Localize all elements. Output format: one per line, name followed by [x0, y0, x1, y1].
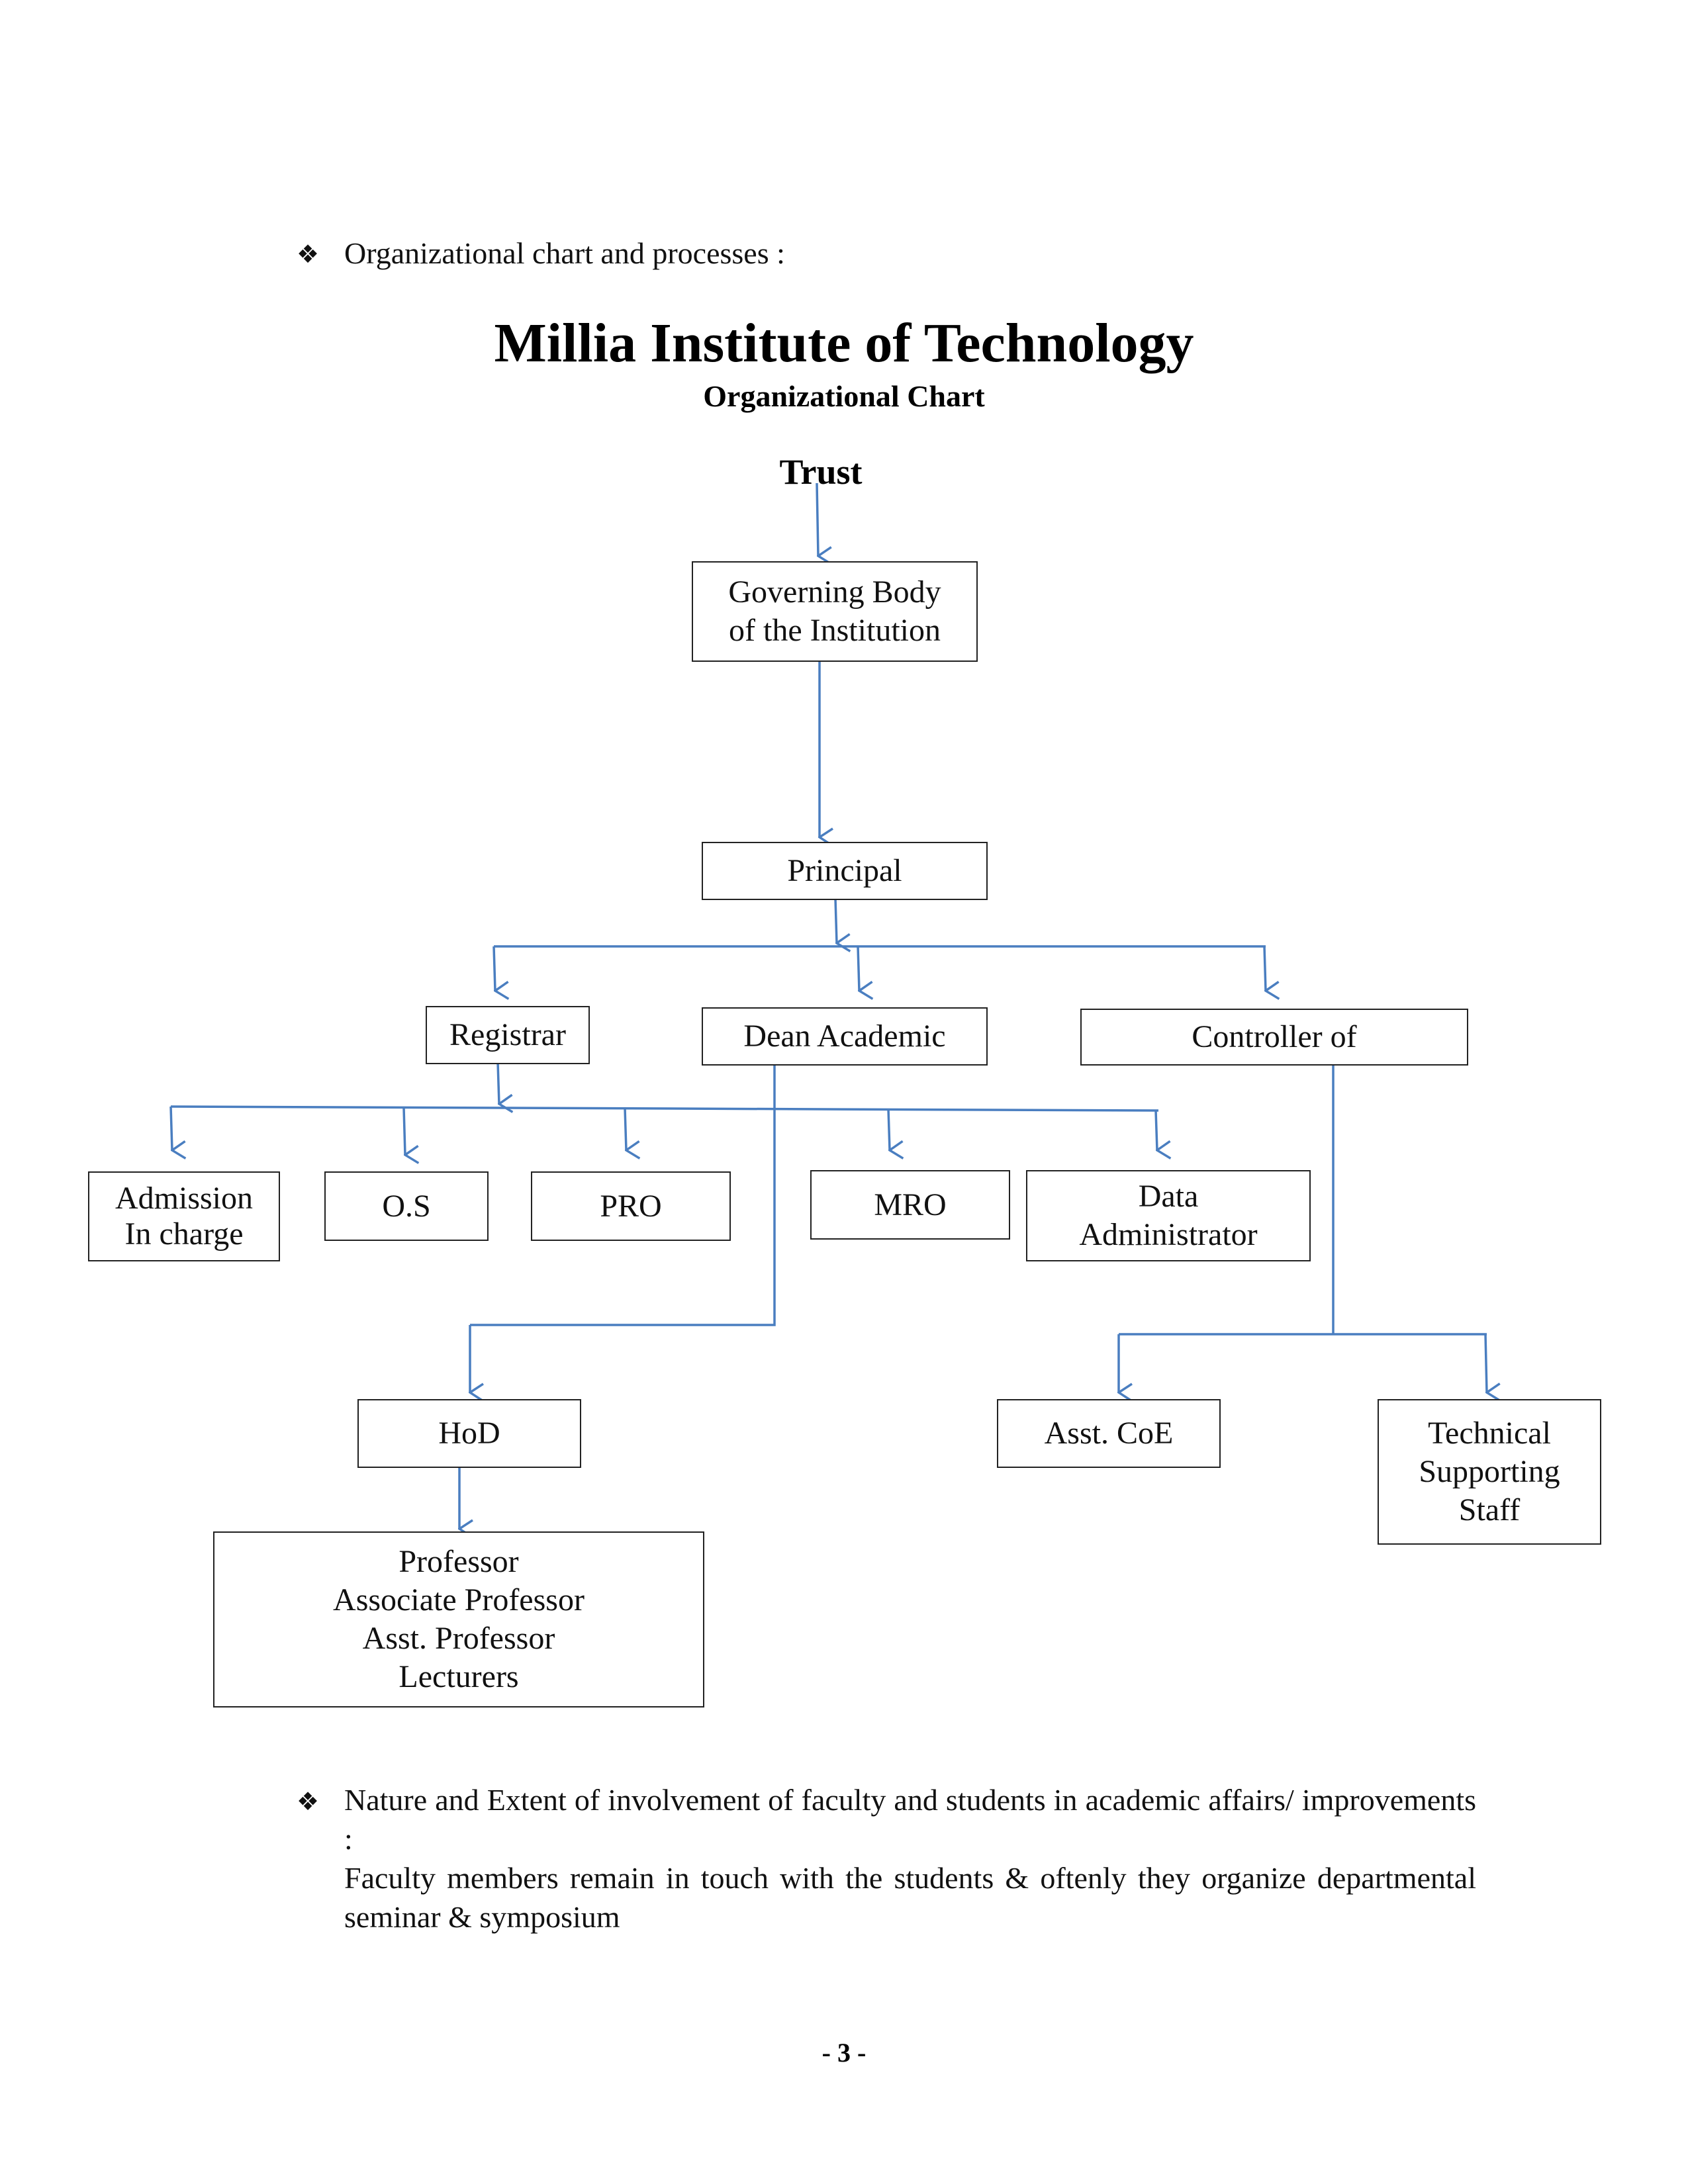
node-admission-line2: In charge [124, 1216, 244, 1251]
node-faculty: Professor Associate Professor Asst. Prof… [213, 1531, 704, 1707]
chart-title: Millia Institute of Technology [494, 312, 1194, 374]
node-admission-in-charge: Admission In charge [88, 1171, 280, 1261]
node-dean-academic-label: Dean Academic [743, 1019, 946, 1054]
connector-principal-down [834, 898, 837, 943]
node-dean-academic: Dean Academic [702, 1007, 988, 1066]
connector-to-dean [857, 946, 859, 991]
connector-to-data-admin [1154, 1110, 1157, 1150]
node-principal: Principal [702, 842, 988, 900]
diamond-bullet-icon: ❖ [297, 1787, 320, 1816]
chart-subtitle: Organizational Chart [703, 379, 985, 413]
node-pro: PRO [531, 1171, 731, 1241]
node-registrar-label: Registrar [449, 1017, 566, 1052]
connector-to-os [402, 1107, 405, 1155]
node-os: O.S [324, 1171, 489, 1241]
section-body-involvement: Faculty members remain in touch with the… [344, 1861, 1476, 1934]
connector-to-controller [1263, 946, 1266, 991]
node-data-admin-line1: Data [1138, 1179, 1199, 1214]
section-heading-involvement: Nature and Extent of involvement of facu… [344, 1783, 1476, 1856]
diamond-bullet-icon: ❖ [297, 240, 320, 269]
connector-to-tech-staff [1484, 1334, 1487, 1392]
node-asst-coe: Asst. CoE [997, 1399, 1221, 1468]
connector-to-registrar [492, 946, 495, 991]
node-controller-label: Controller of [1192, 1019, 1357, 1054]
node-mro: MRO [810, 1170, 1010, 1240]
connector-registrar-bar [170, 1105, 1159, 1112]
node-trust: Trust [779, 452, 863, 492]
node-technical-supporting-staff: Technical Supporting Staff [1378, 1399, 1601, 1545]
node-data-administrator: Data Administrator [1026, 1170, 1311, 1261]
page-number: - 3 - [821, 2038, 867, 2068]
node-data-admin-line2: Administrator [1079, 1217, 1258, 1252]
connector-trust-governing [816, 482, 818, 556]
node-hod: HoD [357, 1399, 581, 1468]
node-asst-coe-label: Asst. CoE [1044, 1416, 1174, 1451]
node-faculty-line2: Associate Professor [333, 1582, 585, 1617]
node-governing-body: Governing Body of the Institution [692, 561, 978, 662]
node-admission-line1: Admission [115, 1181, 254, 1216]
node-tech-staff-line2: Supporting [1419, 1454, 1560, 1489]
section-heading-org-chart: Organizational chart and processes : [344, 236, 785, 270]
node-governing-body-line2: of the Institution [729, 613, 941, 648]
connector-dean-path [470, 1064, 776, 1326]
node-tech-staff-line3: Staff [1458, 1492, 1521, 1527]
connector-to-mro [887, 1109, 890, 1150]
connector-to-pro [624, 1107, 626, 1150]
connector-registrar-down [496, 1062, 499, 1104]
node-tech-staff-line1: Technical [1428, 1416, 1551, 1451]
node-controller: Controller of [1080, 1009, 1468, 1066]
node-registrar: Registrar [426, 1006, 590, 1064]
node-pro-label: PRO [600, 1188, 662, 1224]
node-faculty-line3: Asst. Professor [362, 1621, 555, 1656]
node-faculty-line1: Professor [399, 1544, 519, 1579]
node-mro-label: MRO [874, 1187, 947, 1222]
node-os-label: O.S [382, 1188, 431, 1224]
node-governing-body-line1: Governing Body [728, 574, 941, 610]
node-hod-label: HoD [438, 1416, 500, 1451]
node-faculty-line4: Lecturers [399, 1659, 519, 1694]
node-principal-label: Principal [787, 853, 902, 888]
connector-to-admission [169, 1106, 172, 1150]
